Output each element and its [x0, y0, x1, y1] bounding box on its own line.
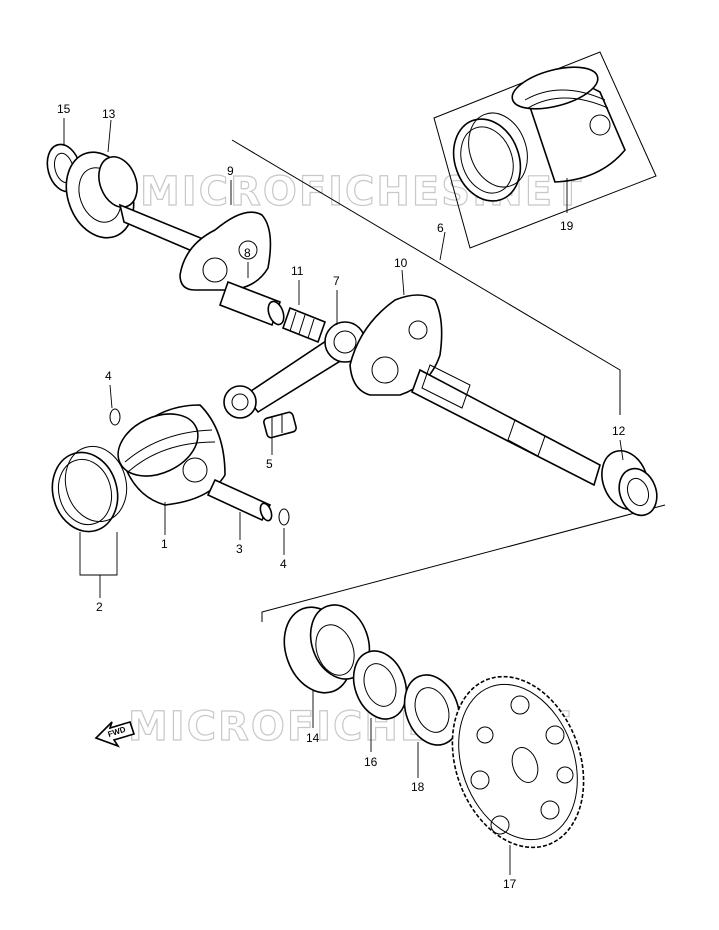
callout-19: 19	[560, 219, 574, 233]
oil-seal-16[interactable]	[345, 644, 416, 727]
forward-arrow-icon: FWD	[94, 721, 136, 748]
circlip-4-left[interactable]	[109, 408, 121, 426]
piston-pin-3[interactable]	[206, 478, 274, 522]
callout-15: 15	[57, 102, 71, 116]
crank-pin-8[interactable]	[218, 280, 287, 327]
callout-4a: 4	[105, 369, 112, 383]
assembly-bracket-6-leader	[439, 231, 446, 261]
starter-gear-17[interactable]	[430, 658, 607, 866]
assembly-bracket-lower	[261, 504, 666, 622]
callout-17: 17	[503, 877, 517, 891]
callout-16: 16	[364, 755, 378, 769]
piston-19[interactable]	[508, 59, 626, 183]
callout-18: 18	[411, 780, 425, 794]
callout-11: 11	[291, 264, 304, 278]
callout-10: 10	[394, 256, 408, 270]
callout-6: 6	[437, 221, 444, 235]
circlip-4-right[interactable]	[278, 508, 290, 526]
callout-7: 7	[333, 274, 340, 288]
small-end-bearing-5[interactable]	[263, 411, 297, 439]
assembly-bracket-6	[231, 139, 621, 415]
bearing-13[interactable]	[55, 143, 145, 248]
callout-1: 1	[161, 537, 168, 551]
callout-2: 2	[96, 600, 103, 614]
bearing-14[interactable]	[273, 597, 379, 703]
crankshaft-right-10[interactable]	[349, 294, 601, 487]
callout-5: 5	[266, 457, 273, 471]
piston-1[interactable]	[108, 402, 226, 506]
callout-12: 12	[612, 424, 626, 438]
bearing-12[interactable]	[594, 444, 663, 520]
callout-14: 14	[306, 731, 320, 745]
callout-3: 3	[236, 542, 243, 556]
connecting-rod-7[interactable]	[223, 321, 366, 419]
piston-rings-2[interactable]	[44, 440, 135, 539]
oil-seal-18[interactable]	[395, 667, 468, 752]
callout-13: 13	[102, 107, 116, 121]
callout-8: 8	[244, 246, 251, 260]
piston-rings-19[interactable]	[443, 105, 538, 211]
needle-bearing-11[interactable]	[281, 306, 327, 344]
callout-4b: 4	[280, 557, 287, 571]
callout-9: 9	[227, 164, 234, 178]
